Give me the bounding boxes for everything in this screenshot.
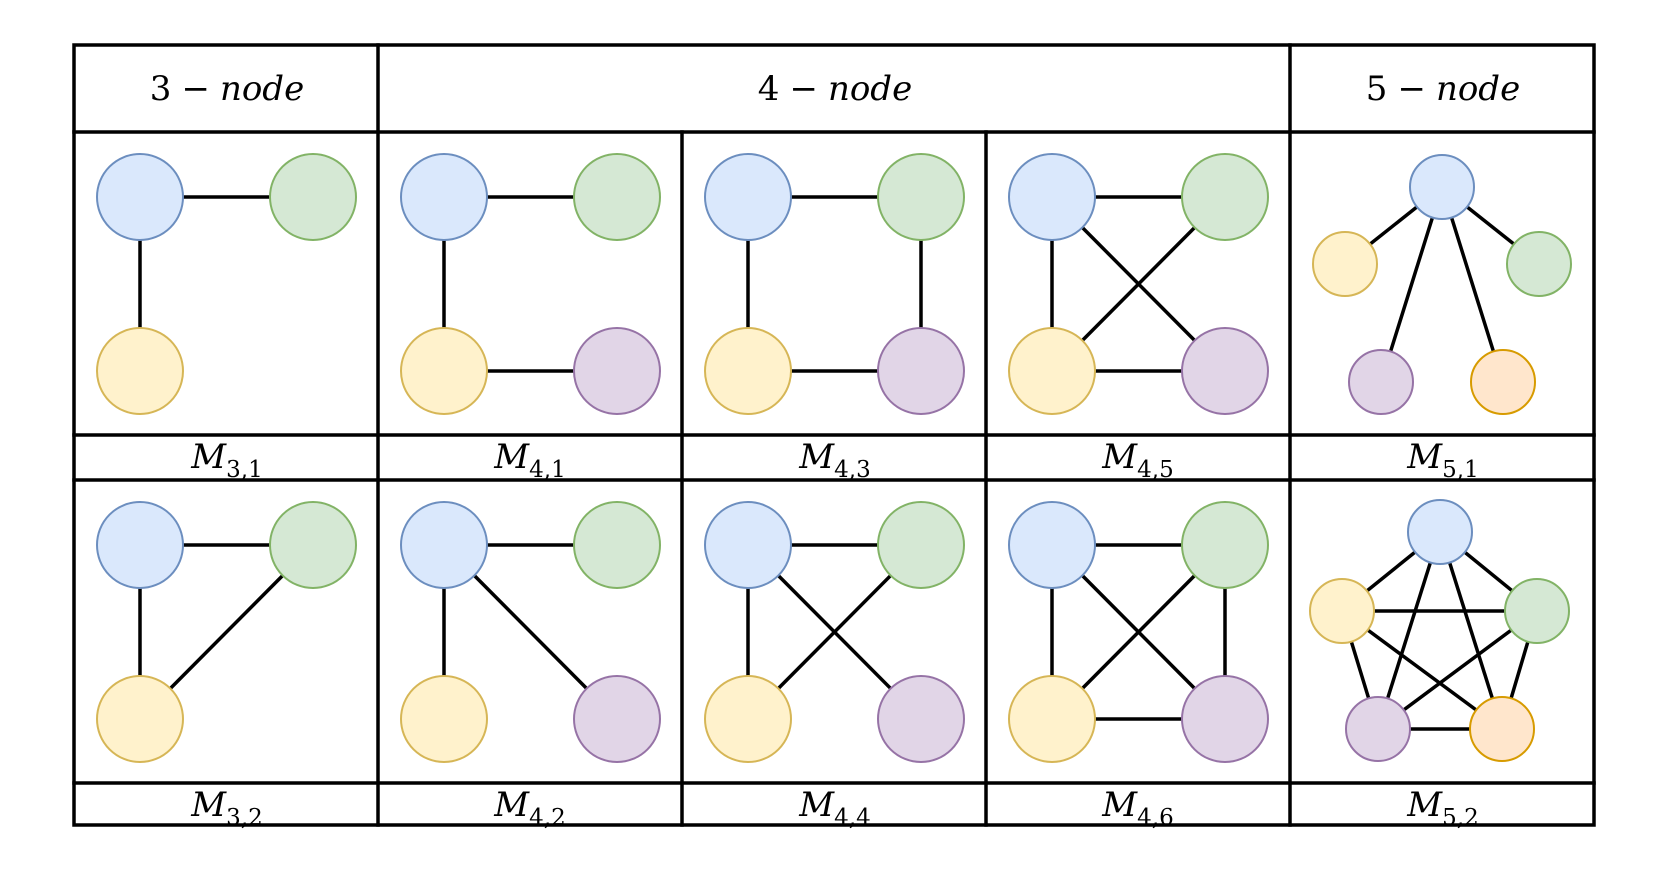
node-blue: [400, 153, 488, 241]
node-orange: [1470, 349, 1536, 415]
node-purple: [1181, 327, 1269, 415]
node-purple: [1181, 675, 1269, 763]
node-green: [877, 501, 965, 589]
node-green: [1181, 153, 1269, 241]
node-orange: [1469, 696, 1535, 762]
motif-m3-1: [96, 153, 357, 415]
node-blue: [1008, 153, 1096, 241]
node-green: [1506, 231, 1572, 297]
edge-green-purple: [1376, 609, 1539, 731]
node-green: [1504, 578, 1570, 644]
node-green: [269, 501, 357, 589]
node-purple: [1348, 349, 1414, 415]
node-purple: [877, 675, 965, 763]
label-m4-5: M4,5: [1101, 437, 1173, 483]
node-yellow: [1309, 578, 1375, 644]
node-purple: [573, 675, 661, 763]
node-yellow: [96, 675, 184, 763]
node-yellow: [400, 675, 488, 763]
node-green: [877, 153, 965, 241]
node-purple: [877, 327, 965, 415]
edge-blue-orange: [1440, 186, 1505, 383]
edge-blue-purple: [1376, 531, 1442, 730]
motif-m4-3: [704, 153, 965, 415]
node-blue: [704, 501, 792, 589]
header-row: 3−node 4−node 5−node: [150, 69, 1520, 109]
node-yellow: [96, 327, 184, 415]
motif-graphs: [96, 153, 1572, 763]
edge-blue-orange: [1438, 531, 1504, 730]
node-yellow: [704, 327, 792, 415]
node-yellow: [1312, 231, 1378, 297]
node-blue: [704, 153, 792, 241]
label-m4-1: M4,1: [493, 437, 565, 483]
node-yellow: [400, 327, 488, 415]
node-blue: [96, 153, 184, 241]
node-blue: [400, 501, 488, 589]
header-4-node: 4−node: [758, 69, 912, 109]
node-blue: [1409, 154, 1475, 220]
motif-m4-6: [1008, 501, 1269, 763]
edge-blue-purple: [1379, 186, 1444, 383]
table-grid: [72, 43, 1596, 827]
motif-m4-1: [400, 153, 661, 415]
node-purple: [1345, 696, 1411, 762]
node-green: [1181, 501, 1269, 589]
edge-yellow-orange: [1340, 609, 1504, 731]
motif-m4-4: [704, 501, 965, 763]
label-m4-2: M4,2: [493, 785, 565, 831]
node-yellow: [1008, 675, 1096, 763]
node-green: [573, 501, 661, 589]
node-yellow: [1008, 327, 1096, 415]
motif-m4-5: [1008, 153, 1269, 415]
motif-m3-2: [96, 501, 357, 763]
header-3-node: 3−node: [150, 69, 304, 109]
header-5-node: 5−node: [1366, 69, 1520, 109]
node-green: [269, 153, 357, 241]
node-yellow: [704, 675, 792, 763]
node-blue: [1008, 501, 1096, 589]
node-green: [573, 153, 661, 241]
motif-m5-1: [1312, 154, 1572, 415]
motif-m4-2: [400, 501, 661, 763]
node-purple: [573, 327, 661, 415]
node-blue: [96, 501, 184, 589]
motif-m5-2: [1309, 499, 1570, 762]
node-blue: [1407, 499, 1473, 565]
